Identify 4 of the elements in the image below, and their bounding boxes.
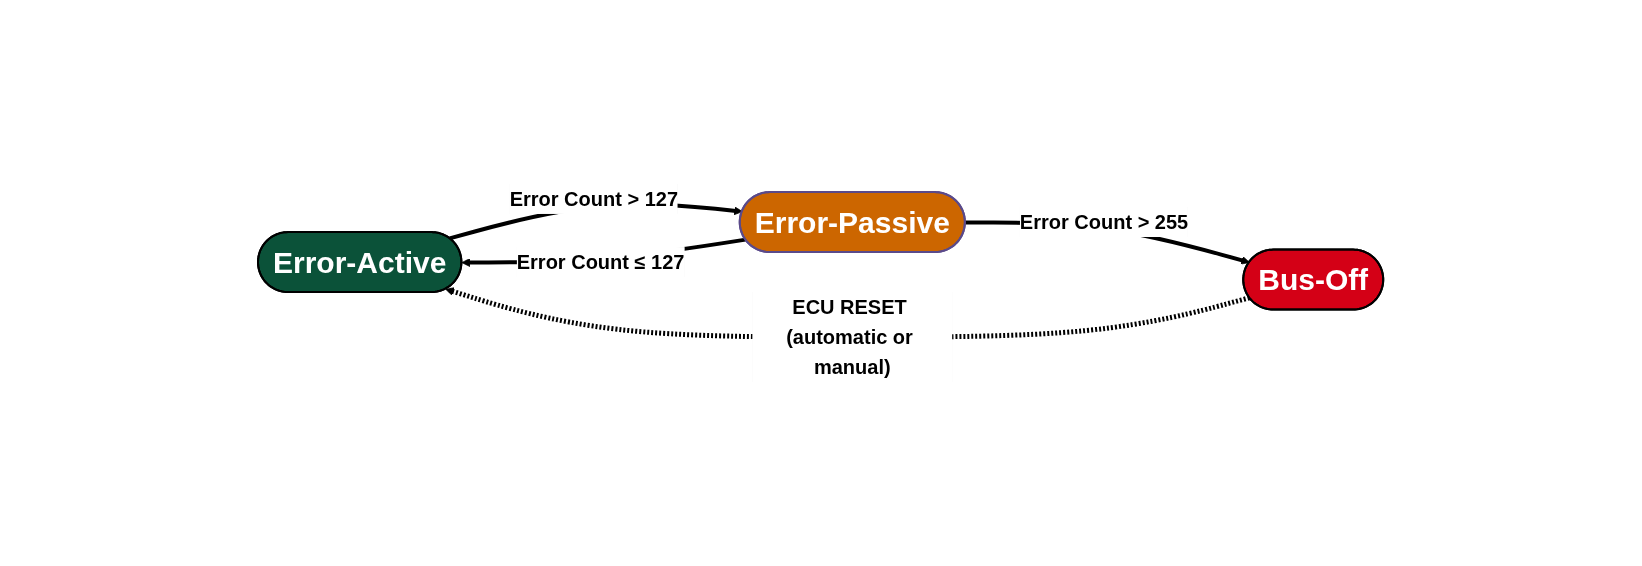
edge-label: Error Count > 255 xyxy=(1020,211,1189,234)
edge-label: Error Count > 127 xyxy=(510,187,679,210)
edge-label: Error Count ≤ 127 xyxy=(517,251,685,274)
edge-label: ECU RESET (automatic or manual) xyxy=(786,296,914,379)
